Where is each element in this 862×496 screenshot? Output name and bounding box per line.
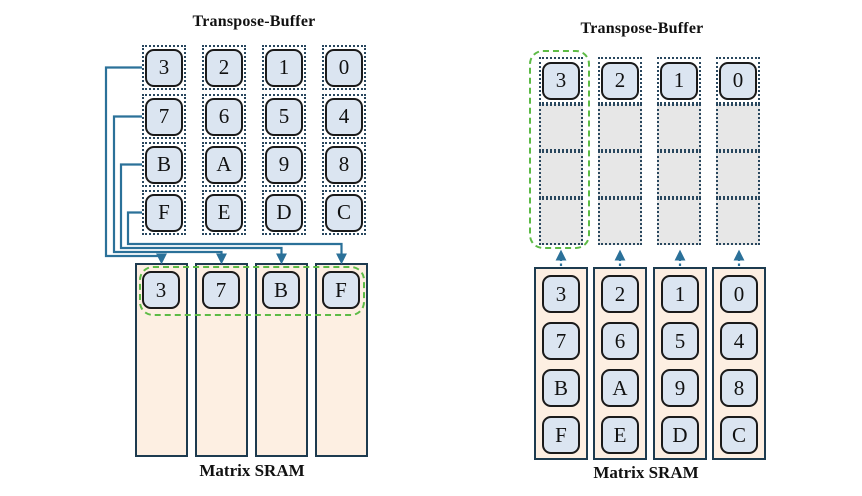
right-sram-value: E [601,416,639,454]
right-buffer-value: 3 [542,61,580,100]
left-buffer-value: 9 [265,145,303,184]
left-buffer-value: B [145,145,183,184]
right-sram-value: 5 [661,322,699,360]
right-filling-column-highlight [529,50,590,249]
right-sram-column: 1 5 9 D [653,267,707,460]
right-sram-value: F [542,416,580,454]
left-buffer-value: A [205,145,243,184]
right-sram-value: 7 [542,322,580,360]
right-sram-value: 1 [661,275,699,313]
right-transpose-buffer-title: Transpose-Buffer [580,20,704,37]
left-sram-value: B [262,271,300,309]
right-buffer-empty-cell [598,198,642,245]
left-buffer-cell: B [142,142,186,187]
right-buffer-value: 1 [660,61,698,100]
right-buffer-cell: 0 [716,57,760,104]
left-sram-column: 7 [195,263,248,457]
left-buffer-cell: F [142,190,186,235]
right-buffer-empty-cell [598,104,642,151]
right-buffer-value: 0 [719,61,757,100]
left-transpose-buffer-title: Transpose-Buffer [192,13,316,30]
left-buffer-value: 3 [145,48,183,87]
left-buffer-value: F [145,193,183,232]
left-buffer-cell: 6 [202,94,246,139]
left-buffer-value: 2 [205,48,243,87]
right-sram-column: 0 4 8 C [712,267,766,460]
right-buffer-empty-cell [539,104,583,151]
right-sram-value: 4 [720,322,758,360]
right-sram-value: 2 [601,275,639,313]
left-buffer-cell: 8 [322,142,366,187]
right-sram-value: C [720,416,758,454]
right-buffer-empty-cell [657,151,701,198]
right-buffer-empty-cell [657,198,701,245]
left-buffer-cell: 3 [142,45,186,90]
left-buffer-cell: E [202,190,246,235]
right-matrix-sram-label: Matrix SRAM [593,463,699,482]
right-sram-value: D [661,416,699,454]
right-buffer-value: 2 [601,61,639,100]
left-buffer-cell: 5 [262,94,306,139]
left-buffer-cell: 1 [262,45,306,90]
right-sram-value: 8 [720,369,758,407]
left-sram-column: F [315,263,368,457]
right-sram-value: 9 [661,369,699,407]
right-buffer-empty-cell [716,151,760,198]
right-sram-value: A [601,369,639,407]
right-sram-column: 2 6 A E [593,267,647,460]
left-buffer-value: 5 [265,97,303,136]
left-buffer-cell: D [262,190,306,235]
left-buffer-value: 0 [325,48,363,87]
left-buffer-value: E [205,193,243,232]
left-buffer-value: 7 [145,97,183,136]
left-buffer-value: 8 [325,145,363,184]
left-buffer-cell: 4 [322,94,366,139]
right-buffer-empty-cell [716,104,760,151]
right-buffer-empty-cell [598,151,642,198]
left-buffer-value: 1 [265,48,303,87]
left-buffer-value: 4 [325,97,363,136]
right-sram-column: 3 7 B F [534,267,588,460]
left-buffer-cell: 9 [262,142,306,187]
left-buffer-cell: A [202,142,246,187]
left-buffer-value: D [265,193,303,232]
right-buffer-cell: 1 [657,57,701,104]
right-buffer-empty-cell [657,104,701,151]
right-sram-value: B [542,369,580,407]
left-buffer-value: C [325,193,363,232]
left-buffer-cell: C [322,190,366,235]
left-sram-value: 7 [202,271,240,309]
right-buffer-empty-cell [716,198,760,245]
right-sram-value: 3 [542,275,580,313]
left-matrix-sram-label: Matrix SRAM [199,461,305,480]
left-written-row-highlight [139,266,365,316]
left-buffer-cell: 0 [322,45,366,90]
left-buffer-value: 6 [205,97,243,136]
left-buffer-cell: 2 [202,45,246,90]
left-buffer-cell: 7 [142,94,186,139]
right-buffer-empty-cell [539,198,583,245]
right-sram-value: 0 [720,275,758,313]
right-sram-value: 6 [601,322,639,360]
right-buffer-empty-cell [539,151,583,198]
right-buffer-cell: 3 [539,57,583,104]
right-buffer-cell: 2 [598,57,642,104]
left-sram-column: B [255,263,308,457]
